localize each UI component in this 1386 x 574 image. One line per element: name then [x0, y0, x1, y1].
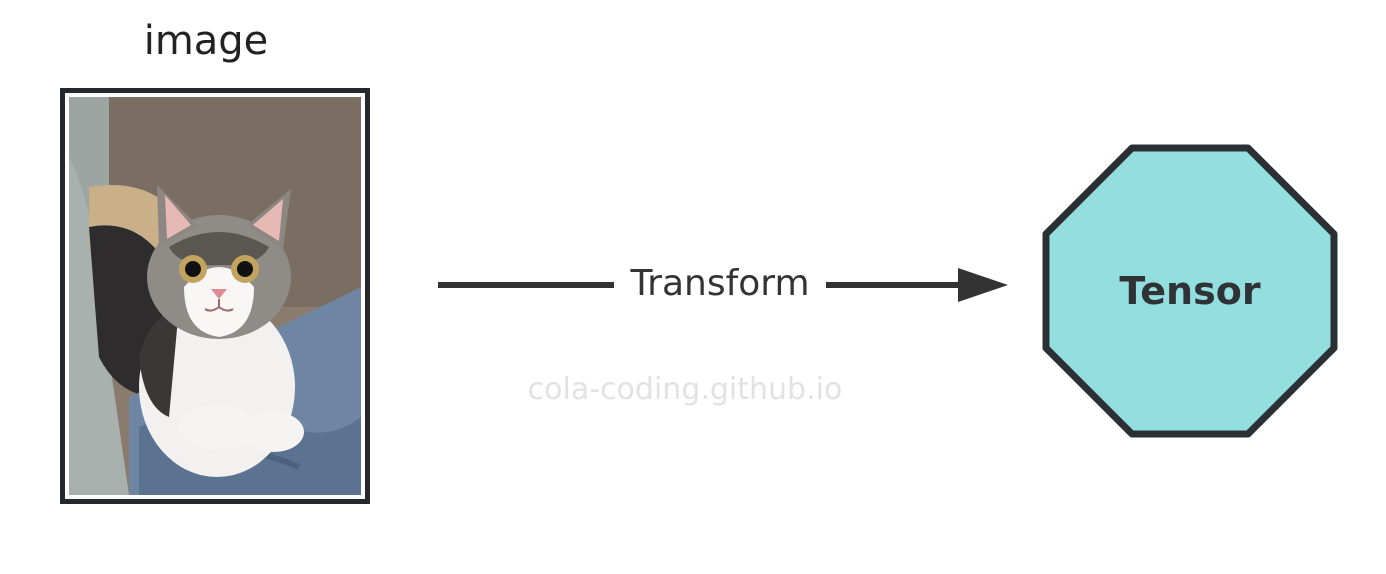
cat-photo-image — [69, 97, 361, 495]
image-node-title: image — [143, 18, 269, 64]
watermark-text: cola-coding.github.io — [527, 372, 843, 407]
tensor-node-label: Tensor — [1119, 269, 1261, 313]
tensor-node-octagon — [1042, 144, 1338, 438]
tensor-octagon-shape — [1042, 144, 1338, 438]
transform-arrowhead-icon — [958, 268, 1008, 302]
transform-edge-label: Transform — [614, 262, 826, 306]
cat-photo-frame — [60, 88, 370, 504]
